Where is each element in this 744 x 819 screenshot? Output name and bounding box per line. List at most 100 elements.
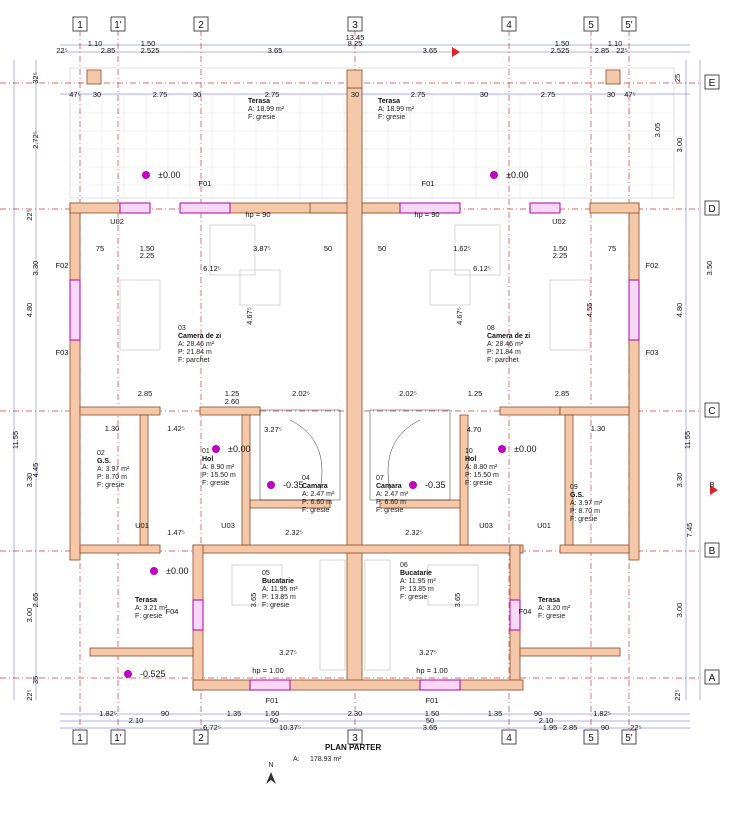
axis-top-1: 1 xyxy=(77,20,83,31)
wall-gs-left xyxy=(139,414,149,546)
dim-top-row3: 2.75 xyxy=(265,90,280,99)
axis-top-2: 2 xyxy=(198,20,204,31)
level-value: ±0.00 xyxy=(506,170,528,180)
room-floor: F: gresie xyxy=(538,613,565,620)
level-value: ±0.00 xyxy=(228,444,250,454)
inner-dimension: 2.25 xyxy=(553,251,568,260)
window-F01 xyxy=(249,679,291,691)
room-number: 01 xyxy=(202,448,210,455)
dim-overall: 13.45 xyxy=(346,33,365,42)
room-name: Bucatarie xyxy=(400,570,432,577)
room-area: A: 18.99 m² xyxy=(378,106,415,113)
axis-right-E: E xyxy=(709,78,716,89)
column xyxy=(605,69,621,85)
inner-dimension: 75 xyxy=(608,244,616,253)
room-perimeter: P: 8.70 m xyxy=(570,508,600,515)
dim-right: 4.80 xyxy=(675,303,684,318)
level-marker-icon xyxy=(212,445,220,453)
dim-right: 3.00 xyxy=(675,138,684,153)
axis-top-5': 5' xyxy=(625,20,633,31)
axis-right-C-box xyxy=(704,402,720,418)
room-floor: F: gresie xyxy=(248,114,275,121)
dim-right: 3.50 xyxy=(705,261,714,276)
room-area: A: 2.47 m² xyxy=(302,491,335,498)
level-value: -0.35 xyxy=(425,480,446,490)
axis-bottom-3: 3 xyxy=(352,733,358,744)
room-area: A: 3.21 m² xyxy=(135,605,168,612)
level-value: -0.35 xyxy=(283,480,304,490)
room-area: A: 28.46 m² xyxy=(178,341,215,348)
room-name: Terasa xyxy=(378,98,400,105)
room-name: Camara xyxy=(376,483,402,490)
opening-tag: F01 xyxy=(266,696,279,705)
dim-bottom-row1: 1.35 xyxy=(227,709,242,718)
axis-top-3: 3 xyxy=(352,20,358,31)
dim-top-row2: 2.85 xyxy=(595,46,610,55)
room-area: A: 28.46 m² xyxy=(487,341,524,348)
level-value: ±0.00 xyxy=(158,170,180,180)
axis-top-3-box xyxy=(347,16,363,32)
dim-top-row2: 3.65 xyxy=(268,46,283,55)
inner-dimension: 3.27⁵ xyxy=(264,425,282,434)
room-name: Bucatarie xyxy=(262,578,294,585)
inner-dimension: 4.55 xyxy=(585,303,594,318)
axis-right-E-box xyxy=(704,74,720,90)
dim-bottom-row2: 50 xyxy=(426,716,434,725)
axis-top-1'-box xyxy=(110,16,126,32)
inner-dimension: 1.50 xyxy=(140,244,155,253)
room-floor: F: parchet xyxy=(178,357,210,364)
wall-left-outer xyxy=(69,202,81,561)
axis-top-4: 4 xyxy=(506,20,512,31)
room-perimeter: P: 6.60 m xyxy=(376,499,406,506)
inner-dimension: 2.02⁵ xyxy=(399,389,417,398)
window-F04 xyxy=(509,599,521,631)
inner-dimension: 1.50 xyxy=(553,244,568,253)
dim-top-row1: 1.10 xyxy=(608,39,623,48)
dim-top-row3: 30 xyxy=(480,90,488,99)
inner-dimension: 3.27⁵ xyxy=(279,648,297,657)
axis-bottom-4: 4 xyxy=(506,733,512,744)
dim-left: 35 xyxy=(31,676,40,684)
room-floor: F: gresie xyxy=(262,602,289,609)
dim-left: 2.72⁵ xyxy=(31,131,40,149)
room-area: A: 3.20 m² xyxy=(538,605,571,612)
room-name: Terasa xyxy=(248,98,270,105)
room-number: 02 xyxy=(97,450,105,457)
windows xyxy=(69,202,640,691)
level-marker-icon xyxy=(409,481,417,489)
room-floor: F: gresie xyxy=(202,480,229,487)
opening-tag: F01 xyxy=(199,179,212,188)
dim-left: 4.45 xyxy=(31,463,40,478)
axis-top-2-box xyxy=(193,16,209,32)
axis-top-5: 5 xyxy=(588,20,594,31)
wall-b-center xyxy=(192,544,524,554)
room-floor: F: gresie xyxy=(97,482,124,489)
room-area: A: 2.47 m² xyxy=(376,491,409,498)
wall-terrace-left xyxy=(89,647,194,657)
inner-dimension: 2.85 xyxy=(138,389,153,398)
section-arrow-icon xyxy=(710,485,718,495)
dim-bottom-row2: 2.10 xyxy=(129,716,144,725)
room-name: Hol xyxy=(465,456,476,463)
dim-bottom-row1: 1.50 xyxy=(265,709,280,718)
room-floor: F: gresie xyxy=(378,114,405,121)
room-perimeter: P: 13.85 m xyxy=(262,594,296,601)
room-floor: F: parchet xyxy=(487,357,519,364)
room-number: 08 xyxy=(487,325,495,332)
inner-dimension: 3.87⁵ xyxy=(253,244,271,253)
room-floor: F: gresie xyxy=(400,594,427,601)
dim-top-row2: 22⁵ xyxy=(616,46,627,55)
wall-gs-right xyxy=(564,414,574,546)
plan-area-label: A: xyxy=(293,756,300,763)
axis-bottom-1: 1 xyxy=(77,733,83,744)
dim-left: 3.30 xyxy=(25,473,34,488)
axis-bottom-5-box xyxy=(583,729,599,745)
room-area: A: 8.90 m² xyxy=(202,464,235,471)
inner-dimension: 1.30 xyxy=(105,424,120,433)
dim-bottom-row1: 1.35 xyxy=(488,709,503,718)
level-marker-icon xyxy=(498,445,506,453)
room-number: 04 xyxy=(302,475,310,482)
dim-top-row1: 1.10 xyxy=(88,39,103,48)
dim-top-row3: 47⁵ xyxy=(69,90,80,99)
